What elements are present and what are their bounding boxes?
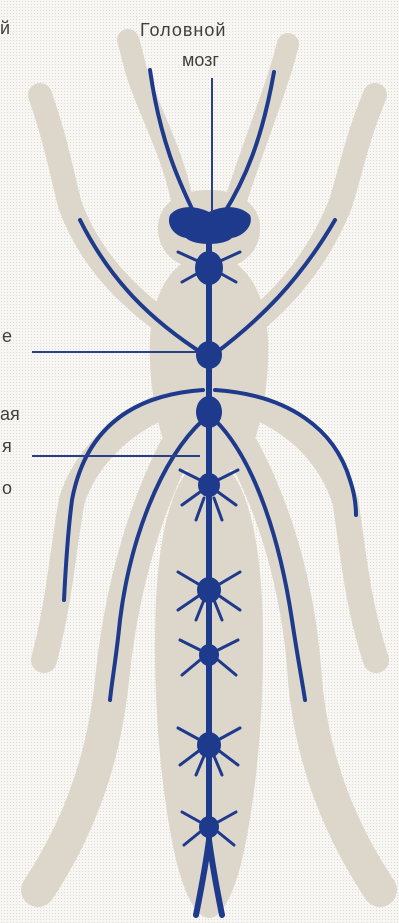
subesophageal-ganglion [195,251,223,285]
brain-label-line1: Головной [140,20,226,40]
prothoracic-ganglion [196,341,222,369]
mesothoracic-ganglion [196,396,222,428]
top-left-label-fragment: й [0,18,10,38]
abdominal-ganglion-5 [199,816,219,838]
abdominal-ganglion-4 [197,732,221,758]
lower-left-label-fragment-3: о [2,478,12,498]
brain-label-line2: мозг [182,50,219,70]
antenna-left [128,40,182,200]
abdominal-ganglion-3 [199,644,219,666]
abdominal-ganglion-1 [198,473,220,497]
abdominal-ganglion-2 [197,577,221,603]
lower-left-label-fragment-2: я [2,436,12,456]
lower-left-label-fragment-1: ая [0,404,20,424]
mid-left-label-fragment: е [2,326,12,346]
